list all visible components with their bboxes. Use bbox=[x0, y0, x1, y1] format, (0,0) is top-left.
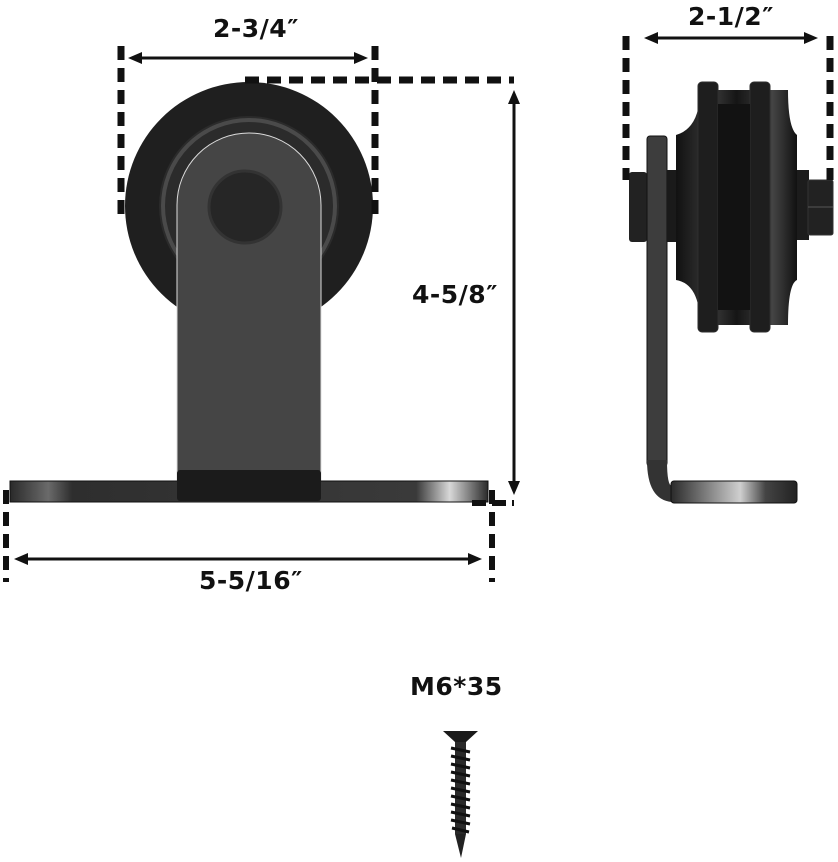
side-dimension-lines bbox=[622, 36, 834, 180]
height-label: 4-5/8″ bbox=[412, 280, 498, 309]
bracket-bend bbox=[177, 470, 321, 501]
wood-screw bbox=[443, 731, 478, 858]
base-width-label: 5-5/16″ bbox=[199, 566, 303, 595]
axle-cap bbox=[209, 171, 281, 243]
wheel-diameter-label: 2-3/4″ bbox=[213, 14, 299, 43]
side-width-label: 2-1/2″ bbox=[688, 2, 774, 31]
front-dimension-lines bbox=[3, 46, 516, 582]
front-view-roller bbox=[9, 82, 489, 503]
screw-size-label: M6*35 bbox=[410, 672, 503, 701]
arrowheads bbox=[14, 32, 818, 565]
side-view-roller bbox=[629, 81, 834, 504]
